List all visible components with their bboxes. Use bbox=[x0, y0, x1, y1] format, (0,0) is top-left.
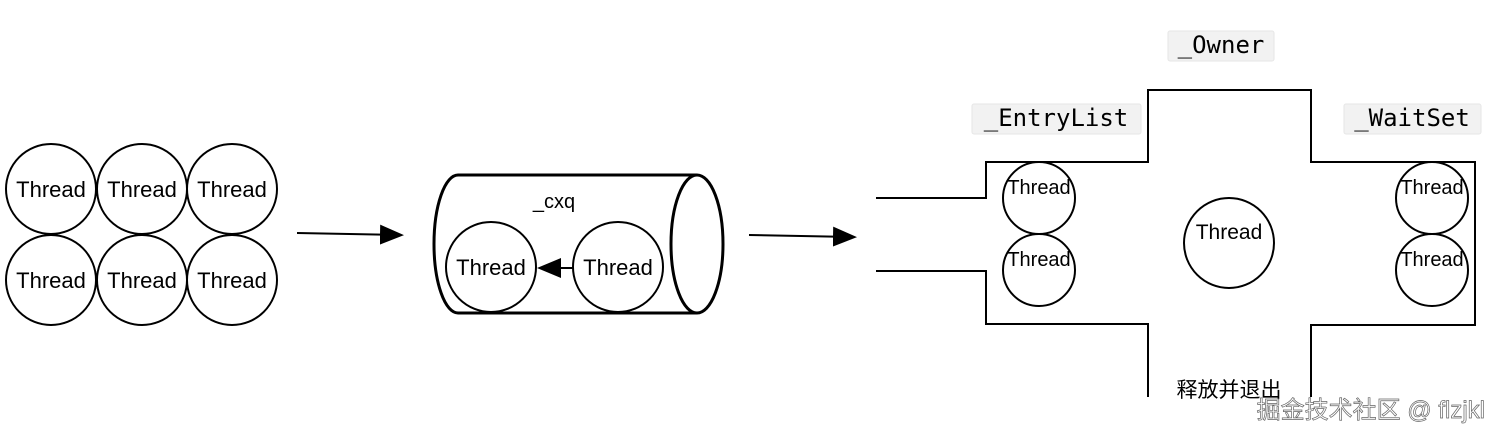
waitset-tag: _WaitSet bbox=[1343, 103, 1482, 135]
entrylist-thread-1-label: Thread bbox=[1007, 177, 1070, 199]
pool-thread-3-label: Thread bbox=[197, 177, 267, 202]
entrylist-label: _EntryList bbox=[984, 104, 1129, 132]
arrow-to-monitor bbox=[748, 226, 857, 247]
cxq-label: _cxq bbox=[532, 191, 575, 213]
cxq-thread-1-label: Thread bbox=[456, 255, 526, 280]
cxq-queue: _cxq Thread Thread bbox=[432, 173, 725, 315]
entrylist-thread-2 bbox=[1002, 233, 1076, 307]
owner-label: _Owner bbox=[1178, 31, 1265, 59]
waitset-thread-1-label: Thread bbox=[1400, 177, 1463, 199]
entrylist-thread-2-label: Thread bbox=[1007, 249, 1070, 271]
watermark: 掘金技术社区 @ flzjkl bbox=[1257, 397, 1485, 424]
cxq-body-lines bbox=[458, 173, 697, 315]
cxq-left-cap bbox=[432, 173, 459, 315]
monitor-outline-bottom bbox=[876, 270, 1149, 397]
arrow-to-cxq bbox=[296, 224, 404, 245]
pool-thread-5-label: Thread bbox=[107, 268, 177, 293]
monitor-outline-top bbox=[876, 89, 1476, 397]
thread-pool: Thread Thread Thread Thread Thread Threa… bbox=[5, 143, 278, 326]
pool-thread-6 bbox=[186, 234, 278, 326]
entrylist-tag: _EntryList bbox=[971, 103, 1142, 135]
monitor-structure: Thread Thread Thread Thread Thread bbox=[876, 89, 1476, 397]
owner-thread-label: Thread bbox=[1196, 221, 1263, 244]
cxq-thread-1 bbox=[445, 221, 537, 313]
owner-thread bbox=[1183, 197, 1275, 289]
cxq-thread-2-label: Thread bbox=[583, 255, 653, 280]
pool-thread-2-label: Thread bbox=[107, 177, 177, 202]
pool-thread-4-label: Thread bbox=[16, 268, 86, 293]
waitset-label: _WaitSet bbox=[1354, 104, 1470, 132]
pool-thread-6-label: Thread bbox=[197, 268, 267, 293]
owner-tag: _Owner bbox=[1167, 30, 1275, 62]
waitset-thread-2 bbox=[1395, 233, 1469, 307]
waitset-thread-2-label: Thread bbox=[1400, 249, 1463, 271]
release-label: 释放并退出 bbox=[1177, 379, 1282, 402]
cxq-right-cap bbox=[669, 173, 725, 315]
pool-thread-1-label: Thread bbox=[16, 177, 86, 202]
